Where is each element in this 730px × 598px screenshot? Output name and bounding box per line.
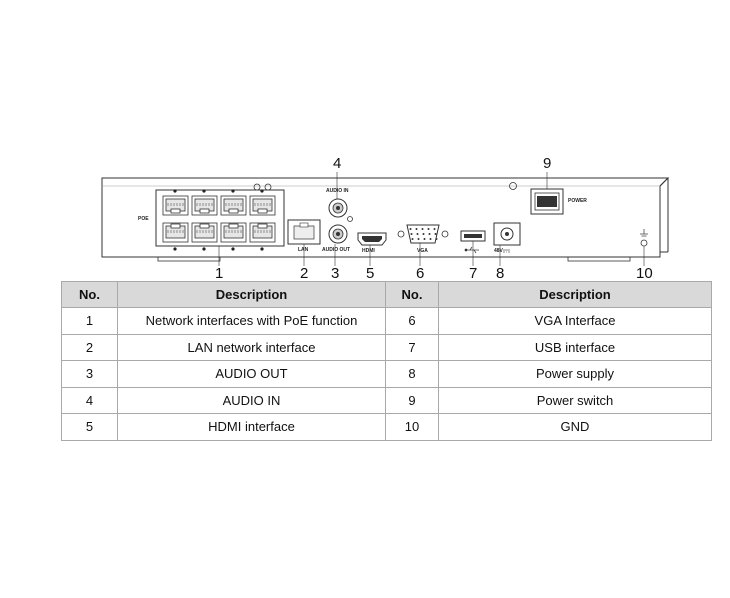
vga-pin xyxy=(421,228,424,230)
callout-5: 5 xyxy=(366,265,374,280)
vga-pin xyxy=(416,233,419,235)
audio-out-jack xyxy=(328,224,348,244)
cell-no: 9 xyxy=(385,386,439,414)
vga-pin xyxy=(410,233,413,235)
table-row: 1 Network interfaces with PoE function 6… xyxy=(61,307,712,335)
vga-pin xyxy=(433,228,436,230)
foot-left xyxy=(157,256,221,262)
cell-no: 7 xyxy=(385,333,439,361)
cell-no: 6 xyxy=(385,307,439,335)
poe-port-block xyxy=(155,183,285,251)
cell-no: 8 xyxy=(385,360,439,388)
cell-description: Power supply xyxy=(438,360,712,388)
vga-pin xyxy=(435,238,438,240)
header-description-left: Description xyxy=(117,281,386,308)
hdmi-label: HDMI xyxy=(362,248,375,254)
cell-description: Network interfaces with PoE function xyxy=(117,307,386,335)
power-input-jack xyxy=(493,222,521,246)
hdmi-port xyxy=(357,232,387,246)
audio-in-jack xyxy=(328,198,348,218)
cell-description: AUDIO OUT xyxy=(117,360,386,388)
audio-in-label: AUDIO IN xyxy=(326,188,349,194)
port-led xyxy=(173,247,177,251)
cell-description: VGA Interface xyxy=(438,307,712,335)
lan-port xyxy=(287,219,321,245)
cell-no: 2 xyxy=(61,333,118,361)
vga-pin xyxy=(409,228,412,230)
table-row: 3 AUDIO OUT 8 Power supply xyxy=(61,360,712,388)
vga-port xyxy=(397,224,449,244)
vga-pin xyxy=(422,233,425,235)
nvr-rear-panel-diagram: POE LAN AUDIO IN AUDIO OUT HDMI VGA xyxy=(101,155,670,280)
port-led xyxy=(260,247,264,251)
poe-rj45-port xyxy=(191,195,218,216)
ground-icon xyxy=(640,229,648,237)
usb-port xyxy=(460,230,486,242)
vga-pin xyxy=(434,233,437,235)
cell-no: 1 xyxy=(61,307,118,335)
poe-rj45-port xyxy=(162,195,189,216)
cell-no: 10 xyxy=(385,413,439,441)
header-description-right: Description xyxy=(438,281,712,308)
port-led xyxy=(202,247,206,251)
header-no-left: No. xyxy=(61,281,118,308)
table-row: 5 HDMI interface 10 GND xyxy=(61,413,712,441)
poe-label: POE xyxy=(138,216,149,222)
callout-7: 7 xyxy=(469,265,477,280)
screw xyxy=(264,183,272,191)
interface-description-table: No. Description No. Description 1 Networ… xyxy=(61,281,712,441)
cell-description: LAN network interface xyxy=(117,333,386,361)
port-led xyxy=(231,189,235,193)
cell-description: USB interface xyxy=(438,333,712,361)
port-led xyxy=(202,189,206,193)
callout-6: 6 xyxy=(416,265,424,280)
cell-description: HDMI interface xyxy=(117,413,386,441)
port-led xyxy=(231,247,235,251)
cell-description: AUDIO IN xyxy=(117,386,386,414)
lan-label: LAN xyxy=(298,247,309,253)
callout-3: 3 xyxy=(331,265,339,280)
vga-pin xyxy=(417,238,420,240)
table-row: 4 AUDIO IN 9 Power switch xyxy=(61,386,712,414)
header-no-right: No. xyxy=(385,281,439,308)
callout-2: 2 xyxy=(300,265,308,280)
port-led xyxy=(173,189,177,193)
callout-9: 9 xyxy=(543,155,551,172)
cell-description: GND xyxy=(438,413,712,441)
vga-label: VGA xyxy=(417,248,428,254)
callout-leaders xyxy=(218,172,645,266)
cell-description: Power switch xyxy=(438,386,712,414)
cell-no: 4 xyxy=(61,386,118,414)
poe-rj45-port xyxy=(191,222,218,243)
vga-pin xyxy=(429,238,432,240)
table-row: 2 LAN network interface 7 USB interface xyxy=(61,333,712,361)
power-switch-label: POWER xyxy=(568,198,587,204)
callout-1: 1 xyxy=(215,265,223,280)
poe-rj45-port xyxy=(249,222,276,243)
poe-rj45-port xyxy=(249,195,276,216)
power-switch xyxy=(530,188,564,215)
foot-right xyxy=(567,256,631,262)
port-led xyxy=(260,189,264,193)
screw xyxy=(253,183,261,191)
vga-pin xyxy=(411,238,414,240)
vga-pin xyxy=(428,233,431,235)
callout-4: 4 xyxy=(333,155,341,172)
power-input-label: 48V xyxy=(494,248,504,254)
table-header-row: No. Description No. Description xyxy=(61,281,712,308)
callout-10: 10 xyxy=(636,265,653,280)
vga-pin xyxy=(423,238,426,240)
callout-8: 8 xyxy=(496,265,504,280)
poe-rj45-port xyxy=(162,222,189,243)
audio-small-hole xyxy=(347,216,353,222)
dc-symbol-icon xyxy=(503,249,510,253)
poe-rj45-port xyxy=(220,222,247,243)
cell-no: 3 xyxy=(61,360,118,388)
audio-out-label: AUDIO OUT xyxy=(322,247,350,253)
chassis-screw xyxy=(509,182,517,190)
vga-pin xyxy=(415,228,418,230)
vga-pin xyxy=(427,228,430,230)
poe-rj45-port xyxy=(220,195,247,216)
cell-no: 5 xyxy=(61,413,118,441)
